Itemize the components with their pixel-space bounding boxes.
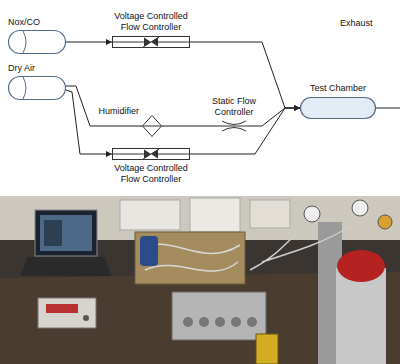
flow-line (222, 126, 246, 127)
controller-box (113, 37, 190, 48)
annotation-label: Exhaust (340, 18, 373, 29)
photo-background (0, 196, 400, 364)
node-label: Test Chamber (310, 83, 366, 94)
node-outline (300, 97, 376, 119)
label-slot: Nox/CO (8, 17, 40, 28)
flow-line (158, 154, 189, 155)
test-chamber: Test Chamber (300, 97, 376, 119)
wall-paper (190, 198, 240, 232)
flow-controller: Voltage Controlled Flow Controller (112, 148, 190, 160)
laptop-base (20, 257, 112, 276)
node-label: Voltage Controlled Flow Controller (107, 163, 195, 185)
cylinder-body (9, 77, 66, 100)
node-label: Nox/CO (8, 17, 40, 28)
node-outline (222, 121, 246, 131)
label-slot: Humidifier (98, 106, 139, 117)
rack-knob (247, 317, 257, 327)
humidifier-symbol (143, 116, 162, 137)
multimeter-bench (38, 298, 96, 328)
gas-bottle (336, 268, 386, 364)
orifice-symbol (222, 121, 246, 131)
label-slot: Voltage Controlled Flow Controller (107, 163, 195, 185)
flow-line (113, 42, 144, 43)
label-slot: Voltage Controlled Flow Controller (107, 11, 195, 33)
flow-connector (66, 86, 142, 126)
flow-controller: Voltage Controlled Flow Controller (112, 36, 190, 48)
handheld-multimeter (256, 334, 278, 364)
cylinder-cap (23, 77, 26, 99)
meter-knob (83, 315, 89, 321)
laptop-window (44, 220, 62, 246)
valve-symbol (144, 38, 158, 47)
wall-paper (250, 200, 290, 228)
node-outline (8, 30, 66, 54)
regulator-gauge (352, 200, 368, 216)
rack-knob (231, 317, 241, 327)
flow-connector (246, 108, 300, 126)
node-label: Humidifier (98, 106, 139, 117)
controller-box (113, 149, 190, 160)
node-label: Voltage Controlled Flow Controller (107, 11, 195, 33)
regulator-gauge (378, 215, 392, 229)
node-outline (112, 36, 190, 48)
control-arrow (143, 149, 159, 159)
exhaust-line (376, 108, 400, 109)
rack-knob (199, 317, 209, 327)
flow-connector (162, 126, 222, 127)
node-label: Static Flow Controller (203, 96, 265, 118)
circuit-board (135, 232, 245, 284)
label-slot: Exhaust (340, 18, 373, 29)
gas-cylinder: Dry Air (8, 76, 66, 100)
blue-sensor (140, 236, 158, 266)
regulator-gauge (304, 206, 320, 222)
rack-knob (215, 317, 225, 327)
node-label: Dry Air (8, 63, 35, 74)
valve-symbol (144, 150, 158, 159)
cylinder-cap (23, 31, 26, 53)
label-slot: Dry Air (8, 63, 35, 74)
rack-knob (183, 317, 193, 327)
wall-paper (120, 200, 180, 230)
laptop-display (40, 215, 92, 251)
node-outline (142, 115, 162, 137)
gas-cylinder: Nox/CO (8, 30, 66, 54)
cylinder-body (9, 31, 66, 54)
flow-connector (66, 90, 112, 154)
flow-line (158, 42, 189, 43)
label-slot: Static Flow Controller (203, 96, 265, 118)
flow-line (143, 126, 162, 127)
label-slot: Test Chamber (310, 83, 366, 94)
bottle-cap (337, 250, 385, 282)
humidifier-diamond: Humidifier (142, 115, 162, 137)
node-outline (112, 148, 190, 160)
flow-line (113, 154, 144, 155)
static-flow-controller: Static Flow Controller (222, 121, 246, 131)
flow-connector (66, 42, 112, 43)
node-outline (8, 76, 66, 100)
gas-tubing (250, 226, 350, 270)
flow-controller-rack (172, 292, 266, 340)
chamber-body (301, 98, 376, 119)
meter-display (46, 304, 78, 313)
laptop-screen (35, 210, 97, 256)
control-arrow (143, 37, 159, 47)
